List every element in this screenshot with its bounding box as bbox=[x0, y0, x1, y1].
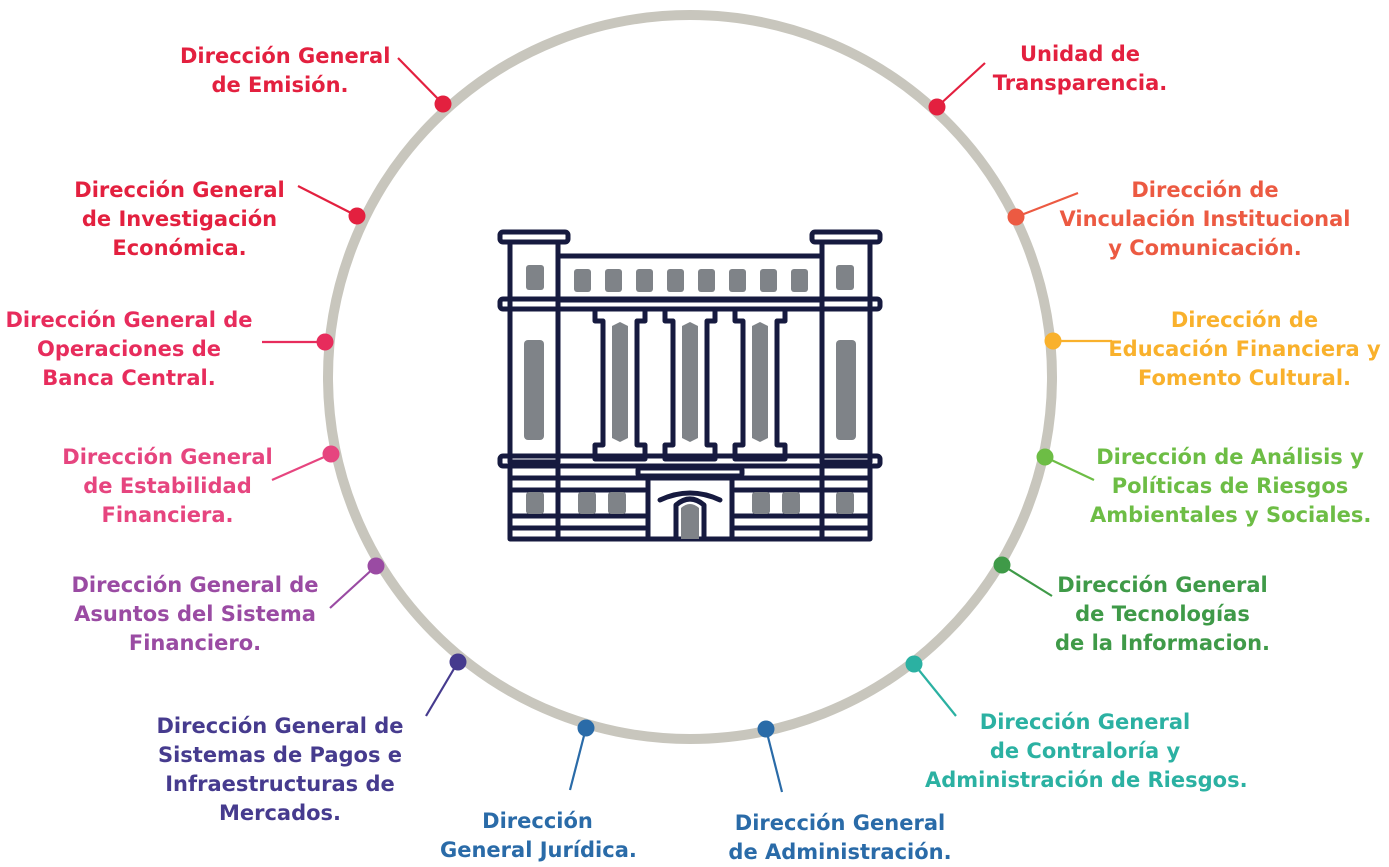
unit-label-line: Administración de Riesgos. bbox=[925, 768, 1248, 792]
unit-label-line: Dirección General de bbox=[71, 573, 319, 597]
unit-label-line: Transparencia. bbox=[992, 71, 1168, 95]
unit-label-line: Económica. bbox=[112, 236, 247, 260]
unit-label-line: Dirección General de bbox=[156, 714, 404, 738]
unit-label-pagos: Dirección General de Sistemas de Pagos e I… bbox=[155, 712, 405, 828]
unit-label-vinculacion: Dirección de Vinculación Institucional y C… bbox=[1055, 176, 1355, 263]
unit-label-line: Dirección General bbox=[979, 710, 1191, 734]
unit-label-line: Políticas de Riesgos bbox=[1111, 474, 1349, 498]
unit-label-line: Financiera. bbox=[101, 503, 234, 527]
connector-line-vinculacion bbox=[1015, 191, 1079, 219]
unit-label-transparencia: Unidad de Transparencia. bbox=[990, 40, 1170, 98]
unit-label-line: Unidad de bbox=[1019, 42, 1141, 66]
org-ring bbox=[323, 10, 1057, 744]
unit-label-emision: Dirección General de Emisión. bbox=[180, 42, 391, 100]
unit-label-line: Educación Financiera y bbox=[1108, 337, 1381, 361]
node-dot-juridica bbox=[577, 719, 595, 737]
connector-line-estabilidad bbox=[271, 452, 332, 482]
connector-line-emision bbox=[397, 57, 444, 105]
node-dot-vinculacion bbox=[1007, 208, 1025, 226]
unit-label-line: Dirección General bbox=[734, 811, 946, 835]
unit-label-line: Fomento Cultural. bbox=[1137, 366, 1352, 390]
connector-line-contraloria bbox=[913, 663, 957, 717]
node-dot-asuntos bbox=[367, 557, 385, 575]
node-dot-educacion bbox=[1044, 332, 1062, 350]
connector-line-analisis bbox=[1044, 456, 1095, 481]
unit-label-contraloria: Dirección General de Contraloría y Adminis… bbox=[925, 708, 1248, 795]
unit-label-banca-central: Dirección General de Operaciones de Banca … bbox=[0, 306, 258, 393]
unit-label-line: Dirección de Análisis y bbox=[1096, 445, 1364, 469]
node-dot-tecnologias bbox=[993, 556, 1011, 574]
connector-line-investigacion bbox=[297, 185, 358, 217]
bank-building-icon bbox=[497, 229, 883, 542]
node-dot-banca-central bbox=[316, 333, 334, 351]
unit-label-line: Mercados. bbox=[218, 801, 342, 825]
unit-label-line: de Emisión. bbox=[211, 73, 349, 97]
unit-label-line: Dirección de bbox=[1170, 308, 1319, 332]
connector-line-juridica bbox=[568, 727, 588, 791]
unit-label-line: Operaciones de bbox=[36, 337, 221, 361]
unit-label-line: Dirección General bbox=[1057, 573, 1268, 597]
node-dot-transparencia bbox=[928, 98, 946, 116]
node-dot-emision bbox=[434, 95, 452, 113]
node-dot-pagos bbox=[449, 653, 467, 671]
unit-label-line: Dirección General de bbox=[5, 308, 253, 332]
unit-label-line: Dirección bbox=[482, 809, 593, 833]
connector-line-transparencia bbox=[936, 62, 986, 108]
unit-label-tecnologias: Dirección General de Tecnologías de la Inf… bbox=[1055, 571, 1270, 658]
connector-line-tecnologias bbox=[1001, 564, 1053, 597]
unit-label-line: y Comunicación. bbox=[1108, 236, 1302, 260]
connector-line-administracion bbox=[764, 728, 784, 793]
unit-label-line: Banca Central. bbox=[42, 366, 216, 390]
connector-line-pagos bbox=[425, 661, 459, 717]
unit-label-line: de Administración. bbox=[728, 840, 952, 864]
unit-label-line: Ambientales y Sociales. bbox=[1090, 503, 1372, 527]
node-dot-analisis bbox=[1036, 448, 1054, 466]
unit-label-line: de Estabilidad bbox=[83, 474, 252, 498]
unit-label-administracion: Dirección General de Administración. bbox=[720, 809, 960, 867]
unit-label-line: Dirección General bbox=[74, 178, 285, 202]
unit-label-line: Dirección de bbox=[1131, 178, 1279, 202]
unit-label-line: Vinculación Institucional bbox=[1059, 207, 1351, 231]
unit-label-line: Dirección General bbox=[180, 44, 391, 68]
node-dot-contraloria bbox=[905, 655, 923, 673]
connector-line-asuntos bbox=[329, 565, 377, 609]
unit-label-line: de Tecnologías bbox=[1075, 602, 1250, 626]
unit-label-educacion: Dirección de Educación Financiera y Foment… bbox=[1100, 306, 1389, 393]
unit-label-line: de Contraloría y bbox=[989, 739, 1181, 763]
unit-label-line: Infraestructuras de bbox=[165, 772, 395, 796]
unit-label-line: Asuntos del Sistema bbox=[74, 602, 316, 626]
node-dot-administracion bbox=[757, 720, 775, 738]
unit-label-line: Dirección General bbox=[62, 445, 273, 469]
unit-label-line: Financiero. bbox=[128, 631, 262, 655]
unit-label-line: General Jurídica. bbox=[440, 838, 637, 862]
unit-label-line: Sistemas de Pagos e bbox=[157, 743, 403, 767]
unit-label-line: de la Informacion. bbox=[1055, 631, 1271, 655]
unit-label-analisis: Dirección de Análisis y Políticas de Ries… bbox=[1090, 443, 1372, 530]
connectors-layer bbox=[262, 57, 1112, 793]
node-dot-investigacion bbox=[348, 207, 366, 225]
node-dot-estabilidad bbox=[322, 445, 340, 463]
unit-label-line: de Investigación bbox=[81, 207, 278, 231]
